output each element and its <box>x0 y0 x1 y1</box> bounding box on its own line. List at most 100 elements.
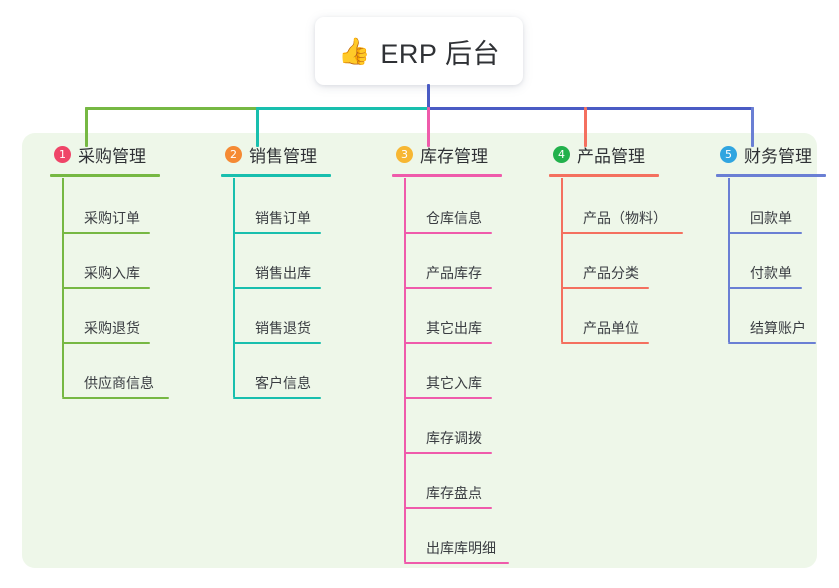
leaf-label: 结算账户 <box>750 320 806 336</box>
branch-stub-2 <box>256 107 259 147</box>
trunk-segment-3 <box>427 107 754 110</box>
branch-column-4: 4 产品管理产品（物料） 产品分类产品单位 <box>535 140 683 344</box>
branch-underline-5 <box>716 174 826 177</box>
leaf-label: 库存盘点 <box>426 485 482 501</box>
branch-underline-1 <box>50 174 160 177</box>
leaf-underline <box>62 232 150 234</box>
leaf-underline <box>233 287 321 289</box>
branch-title-4: 产品管理 <box>577 146 645 166</box>
leaf-underline <box>728 232 802 234</box>
branch-stub-5 <box>751 107 754 147</box>
leaf-underline <box>728 342 816 344</box>
leaf-node[interactable]: 采购入库 <box>62 257 150 289</box>
leaf-label: 销售订单 <box>255 210 311 226</box>
leaf-label: 产品单位 <box>583 320 639 336</box>
branch-column-2: 2 销售管理销售订单销售出库销售退货客户信息 <box>207 140 331 399</box>
branch-header-5[interactable]: 5 财务管理 <box>702 140 812 168</box>
leaf-underline <box>404 397 492 399</box>
leaf-node[interactable]: 结算账户 <box>728 312 816 344</box>
root-stem-connector <box>427 84 430 110</box>
trunk-segment-2 <box>256 107 430 110</box>
branch-underline-4 <box>549 174 659 177</box>
branch-spine-5 <box>728 178 730 342</box>
branch-spine-3 <box>404 178 406 562</box>
leaf-underline <box>404 287 492 289</box>
leaf-label: 产品（物料） <box>583 210 667 226</box>
leaf-node[interactable]: 销售退货 <box>233 312 321 344</box>
leaf-node[interactable]: 客户信息 <box>233 367 321 399</box>
branch-underline-3 <box>392 174 502 177</box>
leaf-label: 其它出库 <box>426 320 482 336</box>
leaf-underline <box>233 397 321 399</box>
leaf-underline <box>404 342 492 344</box>
leaf-label: 销售退货 <box>255 320 311 336</box>
leaf-node[interactable]: 其它入库 <box>404 367 492 399</box>
leaf-underline <box>233 232 321 234</box>
leaf-underline <box>561 232 683 234</box>
branch-badge-2: 2 <box>225 145 242 163</box>
leaf-node[interactable]: 产品库存 <box>404 257 492 289</box>
leaf-underline <box>404 562 509 564</box>
leaf-underline <box>404 232 492 234</box>
leaf-underline <box>404 507 492 509</box>
leaf-node[interactable]: 采购订单 <box>62 202 150 234</box>
branch-title-1: 采购管理 <box>78 146 146 166</box>
branch-column-3: 3 库存管理仓库信息产品库存其它出库其它入库库存调拨库存盘点出库库明细 <box>378 140 509 564</box>
branch-badge-5: 5 <box>720 145 737 163</box>
root-node-title: ERP 后台 <box>380 38 500 69</box>
branch-header-4[interactable]: 4 产品管理 <box>535 140 645 168</box>
branch-badge-3: 3 <box>396 145 413 163</box>
leaf-underline <box>561 287 649 289</box>
leaf-node[interactable]: 销售出库 <box>233 257 321 289</box>
branch-title-3: 库存管理 <box>420 146 488 166</box>
leaf-node[interactable]: 库存调拨 <box>404 422 492 454</box>
leaf-label: 客户信息 <box>255 375 311 391</box>
leaf-underline <box>233 342 321 344</box>
leaf-node[interactable]: 销售订单 <box>233 202 321 234</box>
leaf-label: 采购订单 <box>84 210 140 226</box>
branch-title-5: 财务管理 <box>744 146 812 166</box>
branch-badge-4: 4 <box>553 145 570 163</box>
branch-column-5: 5 财务管理回款单付款单结算账户 <box>702 140 826 344</box>
leaf-node[interactable]: 其它出库 <box>404 312 492 344</box>
thumbs-up-icon: 👍 <box>338 36 371 66</box>
branch-spine-4 <box>561 178 563 342</box>
root-node-card[interactable]: 👍 ERP 后台 <box>315 17 523 85</box>
leaf-label: 产品库存 <box>426 265 482 281</box>
leaf-label: 产品分类 <box>583 265 639 281</box>
leaf-node[interactable]: 产品单位 <box>561 312 649 344</box>
leaf-underline <box>404 452 492 454</box>
branch-header-3[interactable]: 3 库存管理 <box>378 140 488 168</box>
leaf-label: 仓库信息 <box>426 210 482 226</box>
leaf-node[interactable]: 回款单 <box>728 202 802 234</box>
leaf-node[interactable]: 供应商信息 <box>62 367 169 399</box>
leaf-node[interactable]: 采购退货 <box>62 312 150 344</box>
branch-header-2[interactable]: 2 销售管理 <box>207 140 317 168</box>
leaf-label: 供应商信息 <box>84 375 154 391</box>
trunk-segment-1 <box>85 107 259 110</box>
leaf-label: 采购入库 <box>84 265 140 281</box>
branch-stub-1 <box>85 107 88 147</box>
leaf-label: 付款单 <box>750 265 792 281</box>
leaf-node[interactable]: 产品分类 <box>561 257 649 289</box>
leaf-label: 回款单 <box>750 210 792 226</box>
branch-stub-3 <box>427 107 430 147</box>
leaf-label: 库存调拨 <box>426 430 482 446</box>
branch-underline-2 <box>221 174 331 177</box>
branch-stub-4 <box>584 107 587 147</box>
leaf-underline <box>62 287 150 289</box>
leaf-node[interactable]: 出库库明细 <box>404 532 509 564</box>
leaf-label: 其它入库 <box>426 375 482 391</box>
leaf-underline <box>62 397 169 399</box>
leaf-node[interactable]: 产品（物料） <box>561 202 683 234</box>
leaf-node[interactable]: 库存盘点 <box>404 477 492 509</box>
leaf-underline <box>62 342 150 344</box>
branch-title-2: 销售管理 <box>249 146 317 166</box>
leaf-node[interactable]: 付款单 <box>728 257 802 289</box>
diagram-panel <box>22 133 817 568</box>
leaf-node[interactable]: 仓库信息 <box>404 202 492 234</box>
leaf-underline <box>728 287 802 289</box>
